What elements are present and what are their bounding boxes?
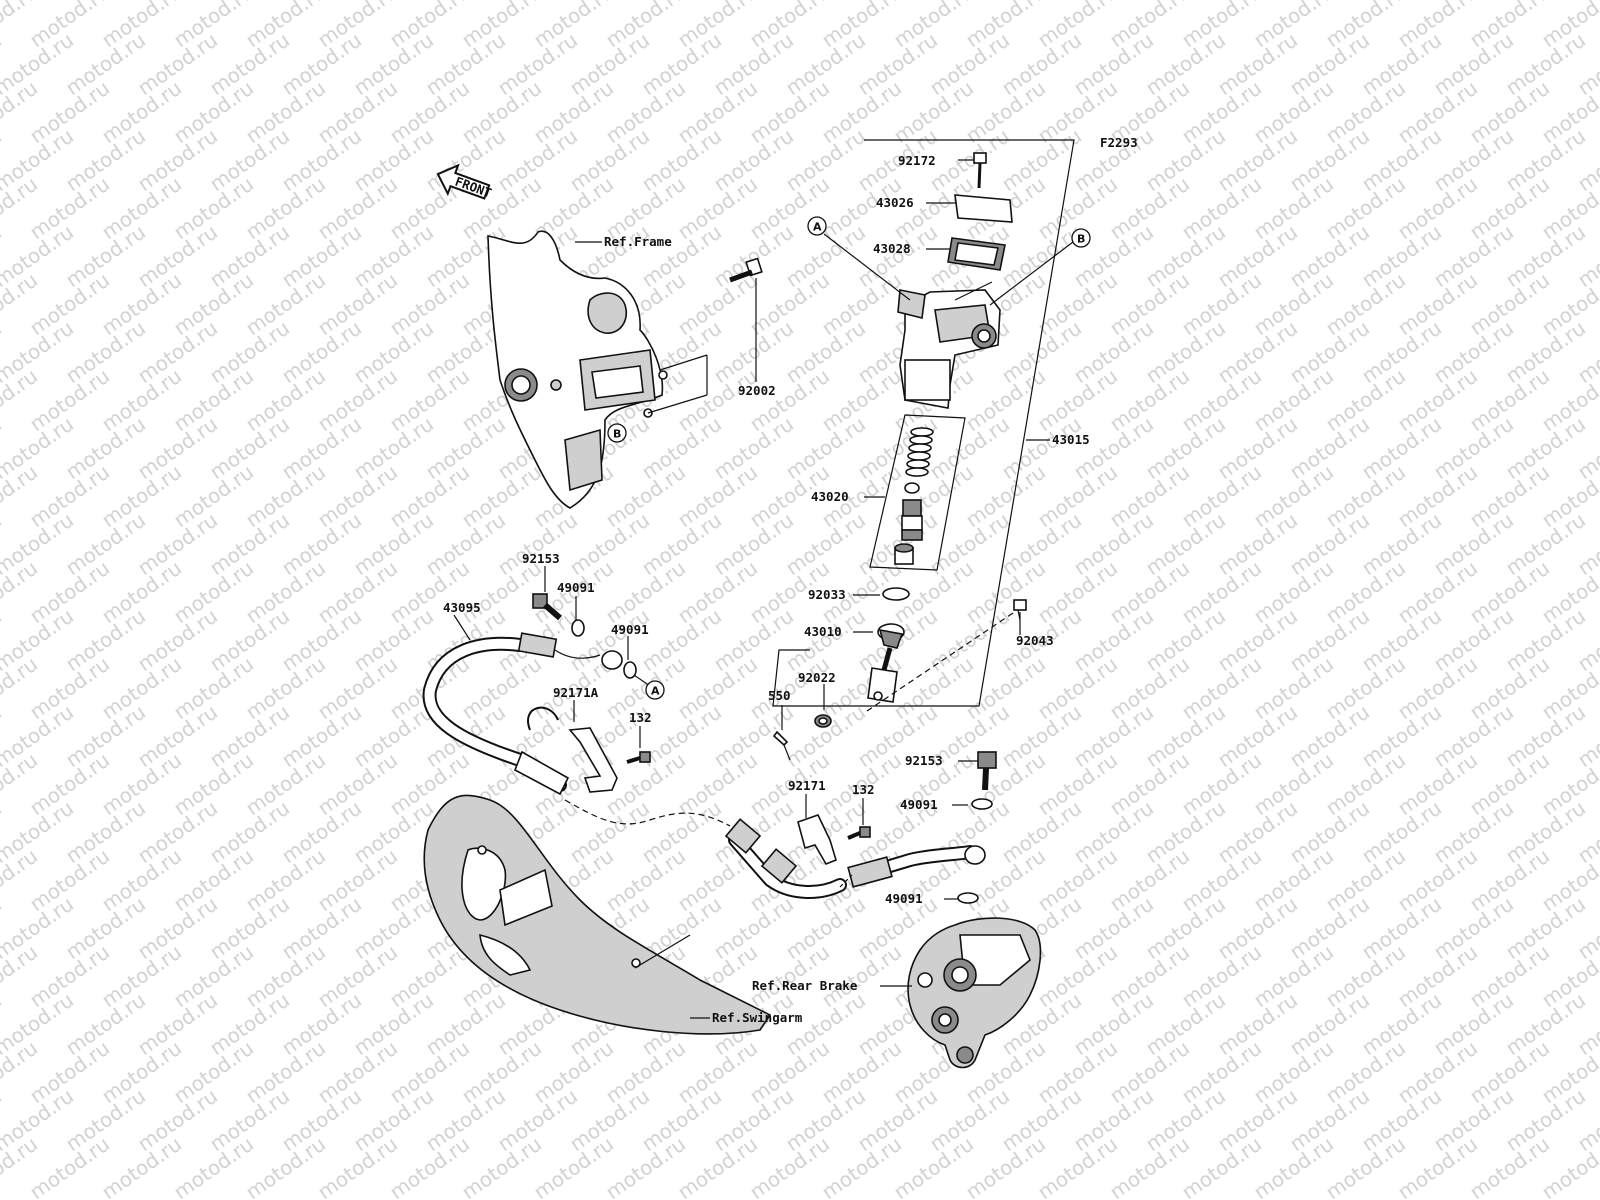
part-92002: 92002: [738, 383, 776, 398]
watermark-text: motod.ru: [1573, 0, 1600, 4]
part-92022: 92022: [798, 670, 836, 685]
figure-code: F2293: [1100, 135, 1138, 150]
rear-brake-caliper: [907, 917, 1042, 1069]
part-43026: 43026: [876, 195, 914, 210]
part-43010: 43010: [804, 624, 842, 639]
piston-kit-box: [869, 414, 966, 571]
hose-route-dashed: [564, 799, 731, 827]
part-92172: 92172: [898, 153, 936, 168]
svg-text:A: A: [651, 685, 660, 698]
ref-rear-brake-label: Ref.Rear Brake: [752, 978, 858, 993]
part-550: 550: [768, 688, 791, 703]
spring-43020: [905, 427, 934, 477]
swingarm-part: [423, 794, 772, 1035]
part-43095: 43095: [443, 600, 481, 615]
part-49091-c: 49091: [900, 797, 938, 812]
washer-49091-a: [571, 619, 585, 637]
lower-hose: [724, 818, 986, 899]
part-92171A: 92171A: [553, 685, 599, 700]
svg-text:B: B: [1077, 233, 1085, 246]
part-132-top: 132: [629, 710, 652, 725]
banjo-bolt-92153-top: [532, 593, 562, 621]
bolt-92002: [729, 257, 763, 283]
callout-a-hose: [645, 680, 665, 700]
master-cylinder-body: [897, 289, 1001, 409]
ref-frame-label: Ref.Frame: [604, 234, 672, 249]
washer-49091-c: [971, 798, 993, 810]
part-49091-b: 49091: [611, 622, 649, 637]
part-92043: 92043: [1016, 633, 1054, 648]
part-92171: 92171: [788, 778, 826, 793]
part-43020: 43020: [811, 489, 849, 504]
assembly-outline: [772, 139, 1075, 707]
callout-b-top: [1071, 228, 1091, 248]
part-92033: 92033: [808, 587, 846, 602]
ref-swingarm-label: Ref.Swingarm: [712, 1010, 803, 1025]
clamp-92171: [797, 814, 837, 865]
bolt-132-top: [626, 751, 651, 764]
part-92153-bot: 92153: [905, 753, 943, 768]
part-43028: 43028: [873, 241, 911, 256]
callout-a-top: [807, 216, 827, 236]
circlip-92033: [882, 587, 910, 601]
part-43015: 43015: [1052, 432, 1090, 447]
cap-43026: [954, 194, 1013, 223]
clamp-92171A: [527, 706, 618, 793]
frame-part: [487, 230, 708, 509]
washer-49091-d: [957, 892, 979, 904]
callout-b-frame: [607, 423, 627, 443]
svg-text:A: A: [813, 221, 822, 234]
washer-49091-b: [623, 661, 637, 679]
brake-hose-43095: [422, 632, 623, 796]
callout-b-frame-text: B: [613, 428, 621, 441]
front-arrow-icon: FRONT: [436, 163, 494, 201]
part-49091-a: 49091: [557, 580, 595, 595]
screw-92172: [973, 152, 987, 164]
banjo-bolt-92153-bot: [977, 751, 997, 791]
part-92153-top: 92153: [522, 551, 560, 566]
bolt-132-bot: [847, 826, 871, 840]
part-49091-d: 49091: [885, 891, 923, 906]
part-132-bot: 132: [852, 782, 875, 797]
cotter-pin-550: [772, 730, 789, 747]
push-rod-43010: [867, 623, 905, 703]
